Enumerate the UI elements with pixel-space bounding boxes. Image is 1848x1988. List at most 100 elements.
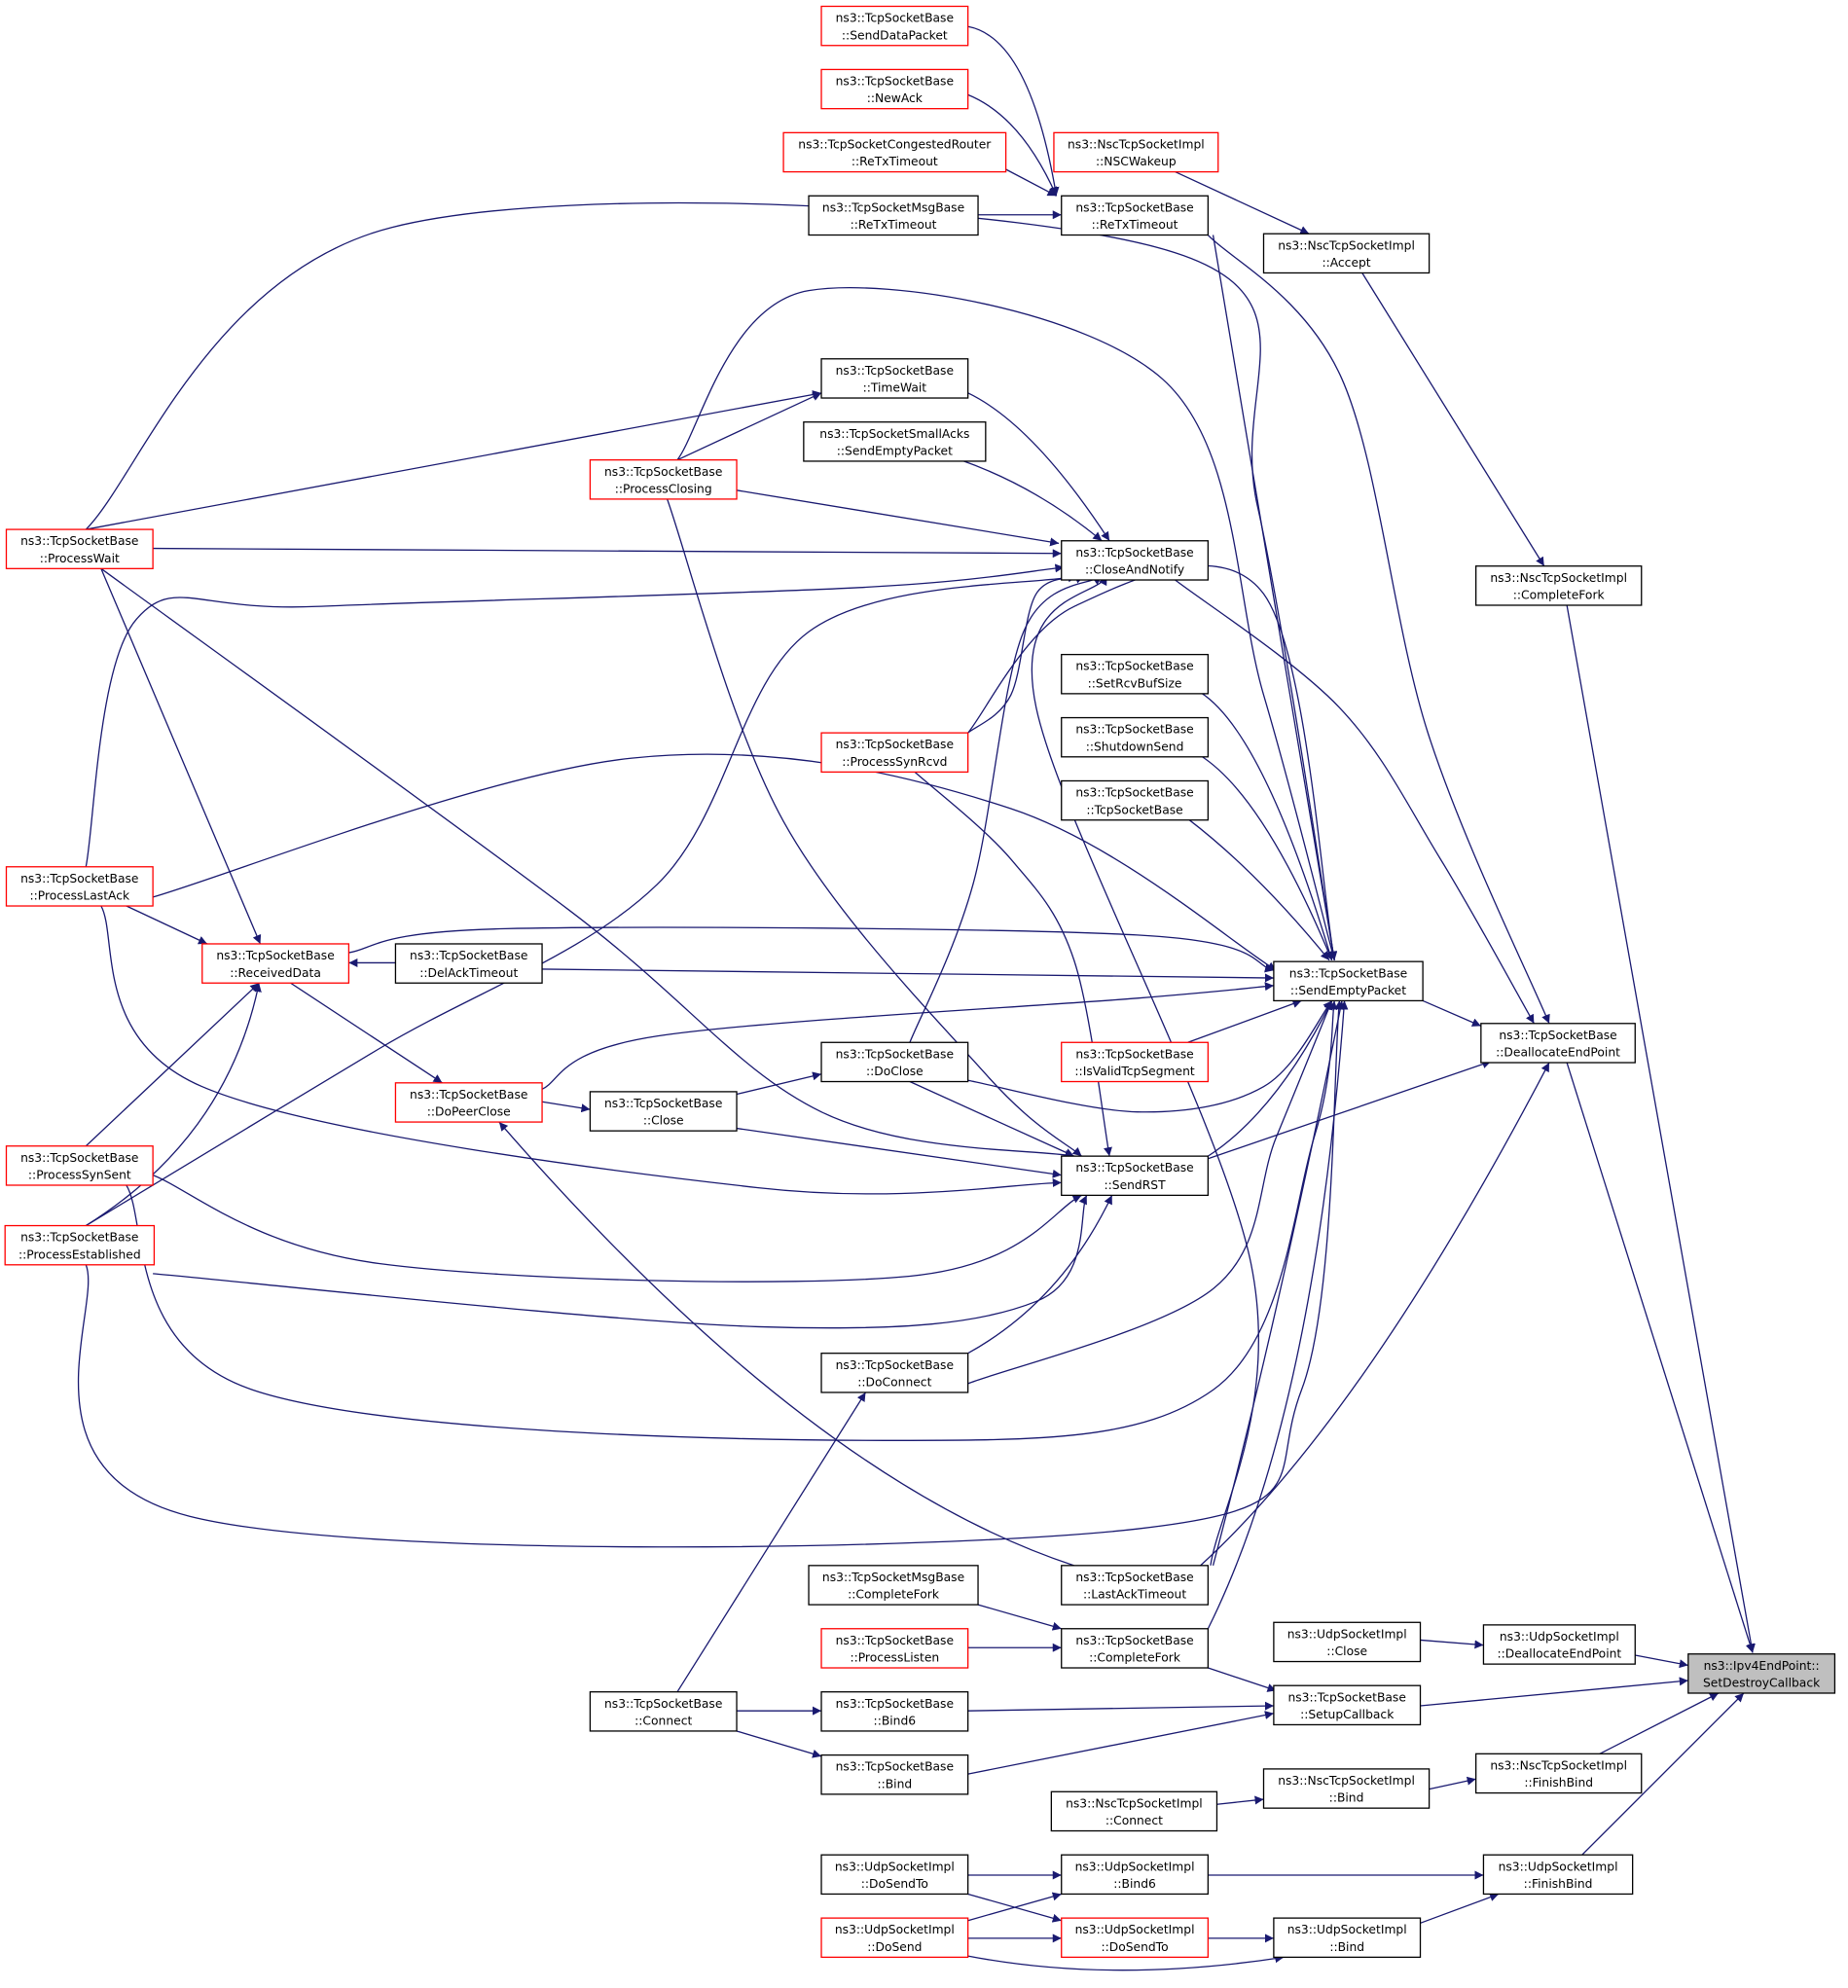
node-udpBind[interactable]: ns3::UdpSocketImpl::Bind — [1273, 1917, 1422, 1959]
node-label-line: ns3::TcpSocketBase — [410, 1088, 527, 1102]
edges-layer — [77, 25, 1756, 1971]
node-procWait[interactable]: ns3::TcpSocketBase::ProcessWait — [5, 528, 154, 569]
node-box — [1482, 1854, 1634, 1896]
edge-udpClose-to-udpDealloc — [1420, 1639, 1484, 1649]
node-label-line: ::DoSendTo — [861, 1877, 928, 1891]
node-recvData[interactable]: ns3::TcpSocketBase::ReceivedData — [201, 943, 350, 984]
node-delAck[interactable]: ns3::TcpSocketBase::DelAckTimeout — [394, 943, 543, 984]
node-newAck[interactable]: ns3::TcpSocketBase::NewAck — [820, 68, 969, 110]
node-label-line: ::ProcessLastAck — [29, 889, 130, 903]
node-ctor[interactable]: ns3::TcpSocketBase::TcpSocketBase — [1061, 779, 1210, 821]
node-msgReTx[interactable]: ns3::TcpSocketMsgBase::ReTxTimeout — [808, 195, 979, 236]
node-procClosing[interactable]: ns3::TcpSocketBase::ProcessClosing — [589, 459, 738, 500]
node-sendDataPacket[interactable]: ns3::TcpSocketBase::SendDataPacket — [820, 5, 969, 47]
node-nscBind[interactable]: ns3::NscTcpSocketImpl::Bind — [1262, 1768, 1431, 1809]
edge-procClosing-to-timeWait — [676, 392, 822, 461]
node-tcpConnect[interactable]: ns3::TcpSocketBase::Connect — [589, 1691, 738, 1732]
node-udpDealloc[interactable]: ns3::UdpSocketImpl::DeallocateEndPoint — [1482, 1624, 1636, 1665]
node-label-line: ns3::TcpSocketBase — [1075, 786, 1193, 800]
node-label-line: ::TcpSocketBase — [1086, 803, 1182, 816]
edge-procEstab-to-sendRst — [153, 1195, 1088, 1329]
node-label-line: ::Bind — [1329, 1791, 1364, 1805]
node-setRcvBuf[interactable]: ns3::TcpSocketBase::SetRcvBufSize — [1061, 653, 1210, 695]
node-doClose[interactable]: ns3::TcpSocketBase::DoClose — [820, 1041, 969, 1083]
node-udpFinishBind[interactable]: ns3::UdpSocketImpl::FinishBind — [1482, 1854, 1634, 1896]
edge-reTx-to-deallocTcp — [1207, 235, 1550, 1025]
edge-procSynRcvd-to-closeNotify — [967, 574, 1085, 734]
node-completeFork[interactable]: ns3::TcpSocketBase::CompleteFork — [1061, 1628, 1210, 1669]
node-smallAcks[interactable]: ns3::TcpSocketSmallAcks::SendEmptyPacket — [803, 421, 987, 462]
node-bind[interactable]: ns3::TcpSocketBase::Bind — [820, 1753, 969, 1795]
node-sendEmpty[interactable]: ns3::TcpSocketBase::SendEmptyPacket — [1273, 960, 1424, 1002]
node-procLastAck[interactable]: ns3::TcpSocketBase::ProcessLastAck — [5, 866, 154, 907]
node-label-line: ::ProcessSynRcvd — [842, 755, 947, 769]
node-label-line: ns3::TcpSocketBase — [1075, 723, 1193, 737]
node-close[interactable]: ns3::TcpSocketBase::Close — [589, 1091, 738, 1132]
node-doConnect[interactable]: ns3::TcpSocketBase::DoConnect — [820, 1353, 969, 1393]
node-box — [1061, 1917, 1210, 1959]
node-label-line: ns3::TcpSocketBase — [604, 465, 722, 479]
node-bind6[interactable]: ns3::TcpSocketBase::Bind6 — [820, 1691, 969, 1732]
node-label-line: ns3::TcpSocketBase — [1075, 546, 1193, 560]
node-box — [820, 68, 969, 110]
node-box — [820, 1854, 969, 1896]
node-box — [1061, 716, 1210, 758]
node-procSynRcvd[interactable]: ns3::TcpSocketBase::ProcessSynRcvd — [820, 732, 969, 774]
node-nscAccept[interactable]: ns3::NscTcpSocketImpl::Accept — [1262, 233, 1431, 274]
node-setupCb[interactable]: ns3::TcpSocketBase::SetupCallback — [1273, 1684, 1422, 1726]
node-box — [589, 1091, 738, 1132]
node-label-line: ns3::TcpSocketBase — [1075, 660, 1193, 673]
edge-procWait-to-closeNotify — [153, 547, 1062, 559]
node-target[interactable]: ns3::Ipv4EndPoint::SetDestroyCallback — [1687, 1653, 1836, 1694]
edge-shutdownSend-to-sendEmpty — [1200, 754, 1333, 961]
node-label-line: ns3::TcpSocketBase — [1287, 1690, 1405, 1704]
node-box — [1061, 779, 1210, 821]
node-label-line: ns3::UdpSocketImpl — [1075, 1860, 1195, 1873]
node-doPeerClose[interactable]: ns3::TcpSocketBase::DoPeerClose — [394, 1082, 543, 1123]
node-isValid[interactable]: ns3::TcpSocketBase::IsValidTcpSegment — [1061, 1041, 1210, 1083]
node-nscWakeup[interactable]: ns3::NscTcpSocketImpl::NSCWakeup — [1053, 131, 1219, 173]
node-label-line: ns3::TcpSocketBase — [1075, 1634, 1193, 1647]
edge-lastAckTimeout-to-sendEmpty — [1212, 1000, 1345, 1567]
node-box — [1262, 1768, 1431, 1809]
node-label-line: ::ProcessClosing — [615, 482, 712, 495]
node-closeNotify[interactable]: ns3::TcpSocketBase::CloseAndNotify — [1061, 540, 1210, 581]
node-box — [820, 1753, 969, 1795]
node-box — [589, 1691, 738, 1732]
node-label-line: ::DoConnect — [857, 1376, 931, 1390]
edge-sendDataPacket-to-reTx — [967, 25, 1060, 197]
node-label-line: ::DoClose — [866, 1065, 924, 1078]
node-shutdownSend[interactable]: ns3::TcpSocketBase::ShutdownSend — [1061, 716, 1210, 758]
node-box — [5, 866, 154, 907]
node-label-line: ns3::TcpSocketBase — [20, 1231, 138, 1245]
node-box — [820, 1041, 969, 1083]
node-procListen[interactable]: ns3::TcpSocketBase::ProcessListen — [820, 1628, 969, 1669]
node-procEstab[interactable]: ns3::TcpSocketBase::ProcessEstablished — [4, 1224, 156, 1266]
edge-procWait-to-recvData — [100, 568, 262, 945]
node-timeWait[interactable]: ns3::TcpSocketBase::TimeWait — [820, 358, 969, 399]
node-udpDoSend[interactable]: ns3::UdpSocketImpl::DoSend — [820, 1917, 969, 1959]
edge-ctor-to-sendEmpty — [1187, 817, 1330, 961]
node-sendRst[interactable]: ns3::TcpSocketBase::SendRST — [1061, 1155, 1210, 1197]
node-congRtrReTx[interactable]: ns3::TcpSocketCongestedRouter::ReTxTimeo… — [782, 131, 1007, 173]
node-nscConnect[interactable]: ns3::NscTcpSocketImpl::Connect — [1050, 1790, 1218, 1832]
node-nscCompleteFork[interactable]: ns3::NscTcpSocketImpl::CompleteFork — [1474, 565, 1643, 606]
node-lastAckTimeout[interactable]: ns3::TcpSocketBase::LastAckTimeout — [1061, 1565, 1210, 1606]
node-label-line: ns3::TcpSocketBase — [20, 1151, 138, 1165]
node-deallocTcp[interactable]: ns3::TcpSocketBase::DeallocateEndPoint — [1480, 1023, 1636, 1064]
node-nscFinishBind[interactable]: ns3::NscTcpSocketImpl::FinishBind — [1474, 1753, 1643, 1794]
node-label-line: ::Connect — [1105, 1814, 1163, 1827]
node-msgCompleteFork[interactable]: ns3::TcpSocketMsgBase::CompleteFork — [808, 1565, 979, 1606]
node-udpDoSendTo2[interactable]: ns3::UdpSocketImpl::DoSendTo — [1061, 1917, 1210, 1959]
edge-udpDealloc-to-target — [1635, 1654, 1688, 1669]
node-udpBind6[interactable]: ns3::UdpSocketImpl::Bind6 — [1061, 1854, 1210, 1896]
node-procSynSent[interactable]: ns3::TcpSocketBase::ProcessSynSent — [5, 1145, 154, 1186]
nodes-layer: ns3::TcpSocketBase::SendDataPacketns3::T… — [4, 5, 1836, 1959]
edge-nscConnect-to-nscBind — [1216, 1795, 1264, 1805]
edge-udpDoSendTo1-to-udpDoSendTo2 — [967, 1893, 1062, 1923]
node-udpClose[interactable]: ns3::UdpSocketImpl::Close — [1273, 1621, 1422, 1663]
node-label-line: ::CompleteFork — [1513, 589, 1606, 602]
node-udpDoSendTo1[interactable]: ns3::UdpSocketImpl::DoSendTo — [820, 1854, 969, 1896]
node-reTx[interactable]: ns3::TcpSocketBase::ReTxTimeout — [1061, 195, 1210, 236]
node-box — [820, 1691, 969, 1732]
